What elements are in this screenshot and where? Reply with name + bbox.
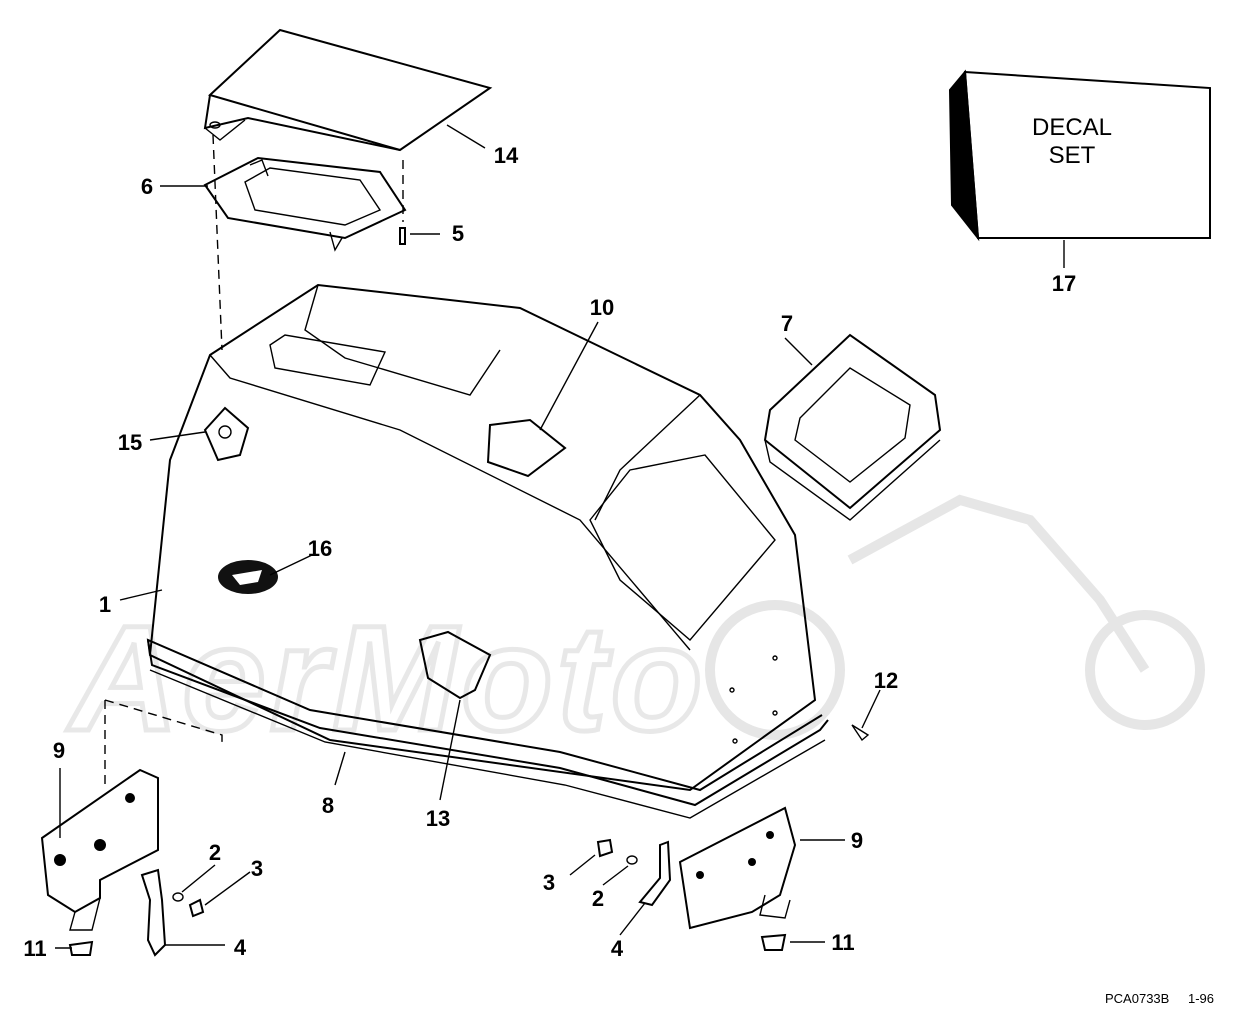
mount-bracket-left-part-9 — [40, 768, 159, 931]
clip-right-part-4 — [638, 840, 672, 907]
clip-left-part-4 — [140, 868, 167, 957]
watermark-logo: AerMoto — [64, 494, 1205, 765]
drawing-code: PCA0733B — [1105, 991, 1169, 1006]
pin-part-12 — [851, 724, 870, 742]
screw-part-5 — [399, 227, 406, 245]
callout-2-right: 2 — [592, 886, 604, 911]
callout-16: 16 — [308, 536, 332, 561]
callout-5: 5 — [452, 221, 464, 246]
rubber-foot-left-part-11 — [68, 940, 94, 956]
callout-3-right: 3 — [543, 870, 555, 895]
screw-right-part-3 — [596, 838, 614, 858]
decal-part-13 — [418, 630, 492, 700]
decal-part-10 — [486, 418, 567, 478]
callout-1: 1 — [99, 592, 111, 617]
latch-knob-part-15 — [203, 406, 250, 462]
callout-17: 17 — [1052, 271, 1076, 296]
alignment-line-left — [212, 134, 223, 351]
callout-13: 13 — [426, 806, 450, 831]
callout-11-left: 11 — [23, 936, 46, 961]
decal-box-line1: DECAL — [1032, 114, 1112, 141]
callout-9-left: 9 — [53, 738, 65, 763]
window-frame-part-7 — [763, 333, 942, 521]
leader-lines — [55, 124, 1065, 949]
callout-7: 7 — [781, 311, 793, 336]
callout-6: 6 — [141, 174, 153, 199]
decal-set-box-part-17: DECAL SET — [948, 69, 1211, 242]
callout-4-left: 4 — [234, 935, 247, 960]
callout-10: 10 — [590, 295, 614, 320]
callout-8: 8 — [322, 793, 334, 818]
washer-left-part-2 — [172, 892, 184, 902]
rubber-foot-right-part-11 — [760, 933, 787, 951]
alignment-line-bracket — [104, 699, 223, 790]
top-cover-part-14 — [203, 28, 493, 152]
callout-11-right: 11 — [831, 930, 854, 955]
screw-left-part-3 — [188, 898, 205, 918]
callout-2-left: 2 — [209, 840, 221, 865]
callout-12: 12 — [874, 668, 898, 693]
intake-tray-part-6 — [203, 156, 407, 252]
callout-15: 15 — [118, 430, 142, 455]
svg-text:AerMoto: AerMoto — [66, 594, 706, 762]
emblem-part-16 — [218, 560, 278, 594]
callout-4-right: 4 — [611, 936, 624, 961]
washer-right-part-2 — [626, 855, 638, 865]
callout-labels: 1 2 2 3 3 4 4 5 6 7 8 9 9 10 11 11 12 13… — [23, 143, 1076, 961]
decal-box-line2: SET — [1049, 142, 1096, 169]
callout-3-left: 3 — [251, 856, 263, 881]
callout-14: 14 — [494, 143, 519, 168]
motor-cover-part-1 — [146, 283, 829, 819]
mount-bracket-right-part-9 — [678, 806, 797, 930]
drawing-date: 1-96 — [1188, 991, 1214, 1006]
callout-9-right: 9 — [851, 828, 863, 853]
